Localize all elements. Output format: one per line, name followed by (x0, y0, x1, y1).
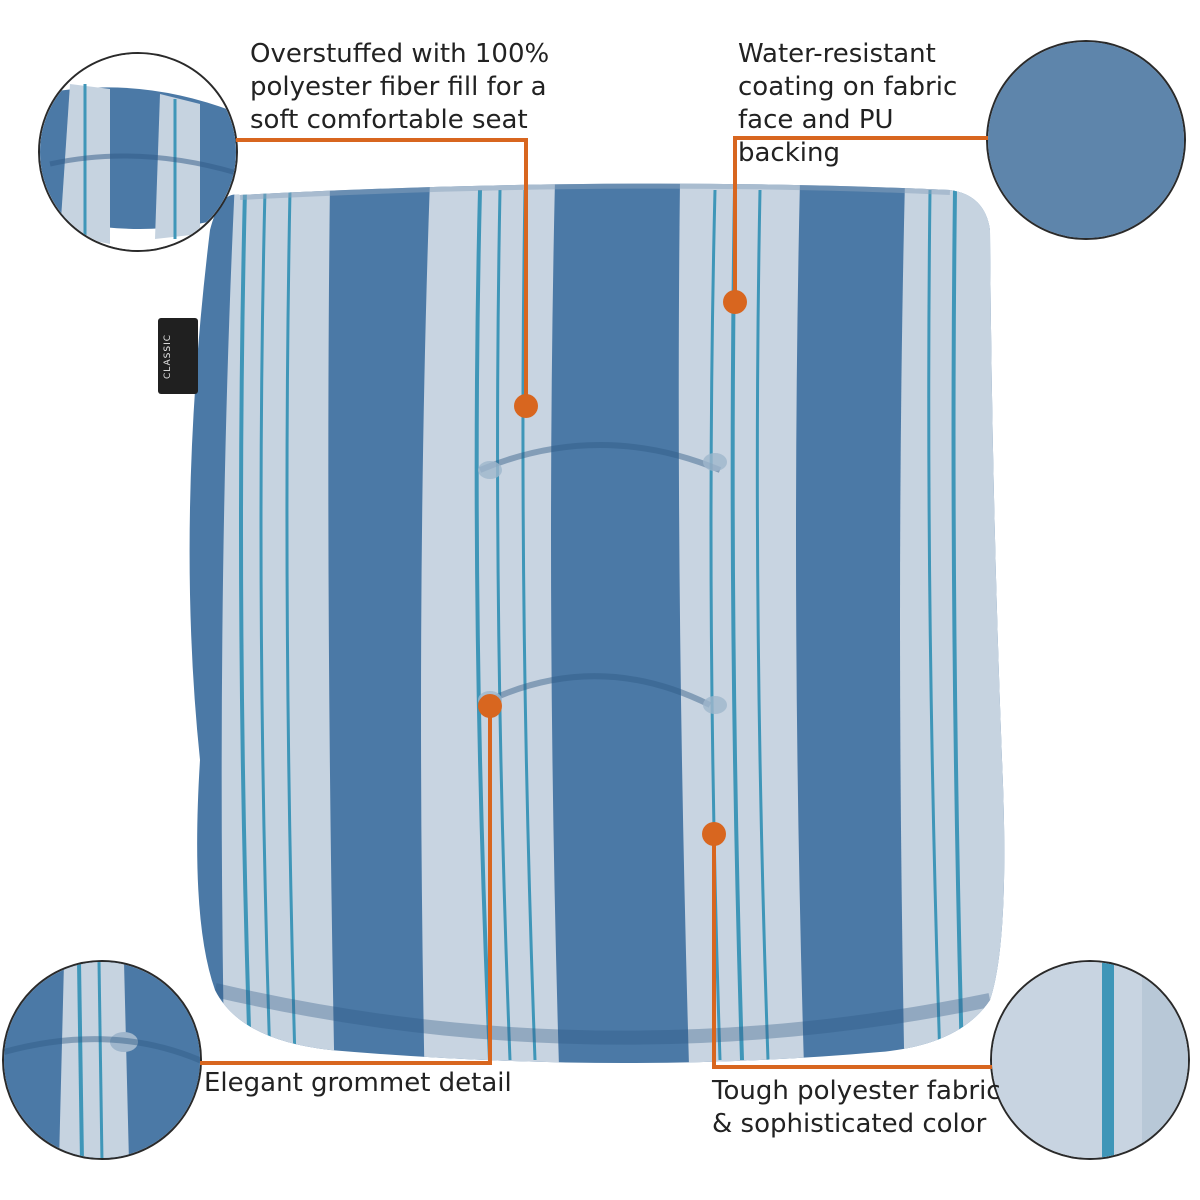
fabric-leader-vertical (712, 834, 716, 1069)
fill-leader-dot (514, 394, 538, 418)
grommet-leader-vertical (488, 706, 492, 1065)
grommet-leader-horizontal (200, 1061, 492, 1065)
fill-detail-image (40, 54, 236, 250)
fill-leader-horizontal (236, 138, 528, 142)
grommet-leader-dot (478, 694, 502, 718)
fill-detail-circle (38, 52, 238, 252)
fabric-detail-image (992, 962, 1188, 1158)
water-callout-text: Water-resistant coating on fabric face a… (738, 39, 958, 168)
water-detail-image (988, 42, 1184, 238)
fabric-detail-circle (990, 960, 1190, 1160)
water-detail-circle (986, 40, 1186, 240)
grommet-detail-image (4, 962, 200, 1158)
water-leader-horizontal (733, 136, 988, 140)
fabric-leader-horizontal (712, 1065, 992, 1069)
fill-callout-text: Overstuffed with 100% polyester fiber fi… (250, 39, 550, 135)
water-leader-vertical (733, 136, 737, 302)
brand-tag: CLASSIC (158, 318, 198, 394)
brand-tag-text: CLASSIC (163, 333, 173, 379)
water-leader-dot (723, 290, 747, 314)
grommet-detail-circle (2, 960, 202, 1160)
fabric-leader-dot (702, 822, 726, 846)
fill-leader-vertical (524, 138, 528, 406)
grommet-callout-text: Elegant grommet detail (204, 1068, 512, 1098)
fabric-callout-text: Tough polyester fabric & sophisticated c… (712, 1076, 1001, 1139)
